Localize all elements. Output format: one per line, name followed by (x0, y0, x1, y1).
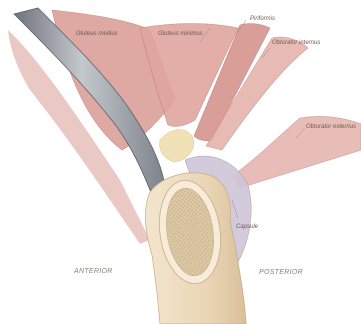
trochanter-fat (160, 130, 194, 162)
capsule-label: Capsule (236, 224, 258, 230)
gluteus-minimus-label: Gluteus minimus (158, 31, 203, 37)
obturator-externus-label: Obturator externus (306, 124, 356, 130)
obturator-internus-label: Obturator internus (272, 40, 320, 46)
piriformis-label: Piriformis (250, 16, 275, 22)
gluteus-medius-label: Gluteus medius (76, 31, 118, 37)
posterior-label: POSTERIOR (259, 269, 303, 276)
anterior-label: ANTERIOR (74, 268, 113, 275)
